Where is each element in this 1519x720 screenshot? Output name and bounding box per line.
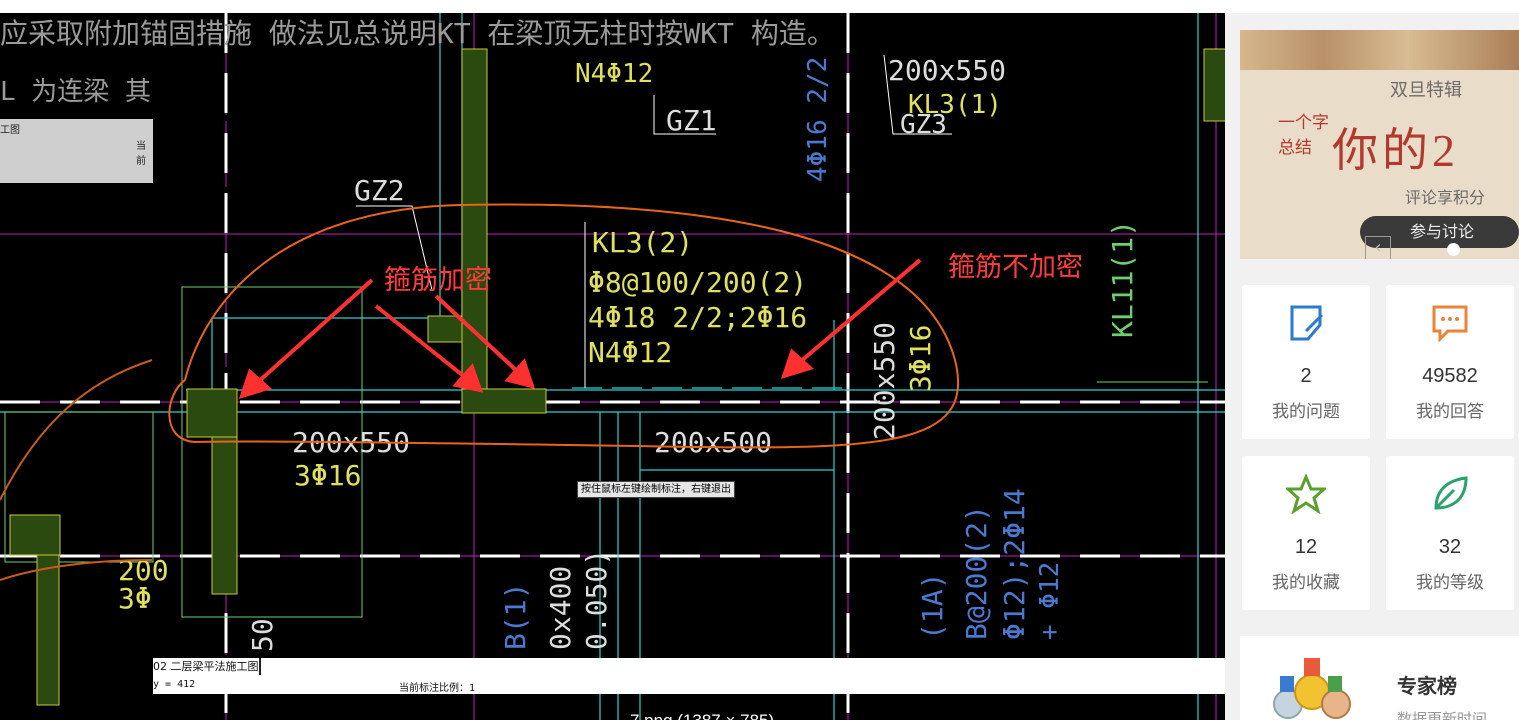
stat-value: 2 [1300,365,1312,387]
background-window-tab: 工图 当前 [0,119,153,183]
annotation-not-dense: 箍筋不加密 [948,252,1083,283]
right-sidebar: 双旦特辑 你的2 一个字 总结 评论享积分 参与讨论 ‹ 2 我的问题 4958… [1225,13,1519,720]
label-b1: B(1) [499,583,532,650]
stat-label: 我的收藏 [1272,573,1340,593]
red-arrows [238,258,922,400]
highlight-curve-left [0,359,153,501]
promo-banner[interactable]: 双旦特辑 你的2 一个字 总结 评论享积分 参与讨论 ‹ [1240,30,1519,259]
label-kl11: KL11(1) [1106,220,1139,338]
label-kl3-1: KL3(1) [908,90,1002,120]
green-outlines [4,286,1208,618]
cad-text: 应采取附加锚固措施 做法见总说明KT 在梁顶无柱时按WKT 构造。 L 为连梁 … [0,17,1139,652]
drawing-tab[interactable]: 02 二层梁平法施工图 [153,658,261,675]
annotation-scale: 当前标注比例：1 [399,683,476,694]
stat-label: 我的问题 [1272,402,1340,422]
label-gz2: GZ2 [354,174,405,207]
label-n4-top: N4Φ12 [575,59,653,89]
label-gz1: GZ1 [666,104,717,137]
stat-value: 32 [1438,536,1462,558]
label-1a: (1A) [916,573,949,640]
label-3phi-left: 3Φ [118,582,152,615]
cad-note-top: 应采取附加锚固措施 做法见总说明KT 在梁顶无柱时按WKT 构造。 [0,17,835,50]
label-bars: 4Φ18 2/2;2Φ16 [588,301,807,334]
label-phi12b: + Φ12 [1035,562,1065,640]
label-0x400: 0x400 [544,566,577,650]
chevron-left-icon[interactable]: ‹ [1365,236,1391,259]
annotation-dense: 箍筋加密 [384,265,492,296]
stat-card-questions[interactable]: 2 我的问题 [1242,285,1370,439]
label-3phi16-vert: 3Φ16 [904,325,937,392]
banner-reward: 评论享积分 [1405,190,1486,207]
label-phi12: Φ12);2Φ14 [998,488,1031,640]
cad-drawing: 应采取附加锚固措施 做法见总说明KT 在梁顶无柱时按WKT 构造。 L 为连梁 … [0,13,1225,720]
stat-card-favorites[interactable]: 12 我的收藏 [1242,456,1370,610]
join-discussion-button[interactable]: 参与讨论 [1360,216,1519,248]
banner-decoration [1240,30,1519,70]
coordinate-readout: y = 412 [153,679,196,690]
stat-value: 12 [1294,536,1318,558]
stat-label: 我的等级 [1416,573,1484,593]
background-window-sub: 当前 [136,141,146,167]
ranking-subtitle: 数据更新时间 [1397,710,1488,720]
stat-label: 我的回答 [1416,402,1484,422]
label-stirrup: Φ8@100/200(2) [588,266,807,299]
cad-tooltip: 按住鼠标左键绘制标注，右键退出 [577,481,735,498]
label-n4-mid: N4Φ12 [588,336,672,369]
label-4phi16: 4Φ16 2/2 [803,57,833,182]
highlight-ellipse [168,203,960,449]
star-icon [1286,474,1326,514]
ranking-title: 专家榜 [1397,674,1457,698]
medal-icon [1273,658,1351,719]
banner-heading: 双旦特辑 [1390,80,1462,100]
banner-headline: 你的2 [1332,125,1459,176]
cad-statusbar: 02 二层梁平法施工图 y = 412 当前标注比例：1 [153,658,1225,694]
stat-card-answers[interactable]: 49582 我的回答 [1386,285,1514,439]
label-50: 50 [246,618,279,652]
edit-icon [1290,305,1324,341]
label-b200: B@200(2) [960,505,993,640]
banner-small-text: 一个字 总结 [1278,113,1329,157]
label-0050: 0.050) [580,549,613,650]
top-strip [0,0,1519,13]
background-window-title: 工图 [0,125,20,136]
leaf-icon [1434,476,1468,510]
label-200x500: 200x500 [654,426,772,459]
cad-note-left: L 为连梁 其 [0,77,151,107]
chat-icon [1432,305,1468,343]
label-gz3: GZ3 [900,110,947,140]
stat-value: 49582 [1422,365,1478,387]
label-kl3-2: KL3(2) [592,226,693,259]
image-caption: 7.png (1387 × 785) [630,711,774,720]
label-3phi16-left: 3Φ16 [294,459,361,492]
highlight-curve-left2 [0,559,153,581]
carousel-dot[interactable] [1447,243,1460,256]
leader-lines [356,54,952,388]
expert-ranking[interactable]: 专家榜 数据更新时间 [1240,636,1519,720]
image-viewer[interactable]: 应采取附加锚固措施 做法见总说明KT 在梁顶无柱时按WKT 构造。 L 为连梁 … [0,13,1225,720]
label-200x550-vert: 200x550 [868,322,901,440]
label-200x550-top: 200x550 [888,54,1006,87]
stat-card-level[interactable]: 32 我的等级 [1386,456,1514,610]
